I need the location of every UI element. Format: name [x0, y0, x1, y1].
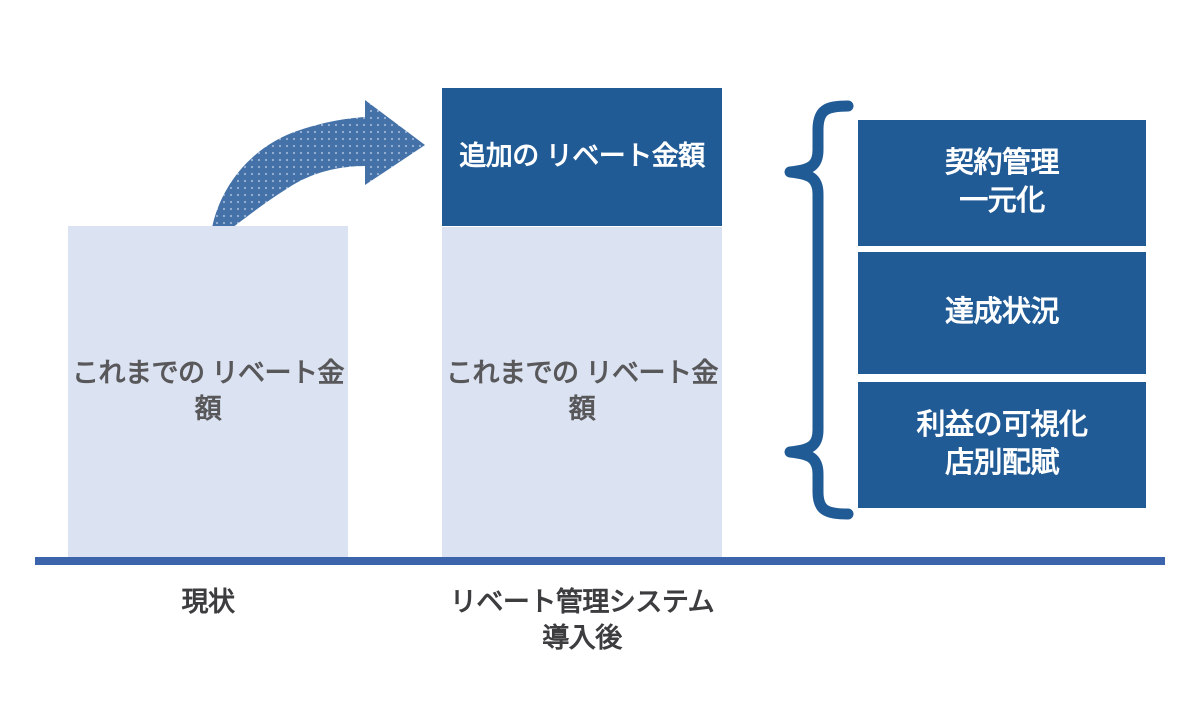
curly-brace-icon — [784, 100, 854, 520]
feature-box-contract-management[interactable]: 契約管理 一元化 — [858, 120, 1146, 246]
bar-future-existing-rebate: これまでの リベート金額 — [442, 227, 722, 557]
bar-future-additional-rebate: 追加の リベート金額 — [442, 88, 722, 226]
feature-box-achievement-status[interactable]: 達成状況 — [858, 252, 1146, 374]
bar-current-rebate: これまでの リベート金額 — [68, 226, 348, 557]
feature-box-profit-visualization[interactable]: 利益の可視化 店別配賦 — [858, 382, 1146, 508]
growth-arrow-icon — [212, 100, 425, 234]
axis-label-future: リベート管理システム 導入後 — [449, 587, 715, 654]
axis-baseline — [35, 557, 1165, 565]
axis-label-current: 現状 — [181, 587, 236, 617]
